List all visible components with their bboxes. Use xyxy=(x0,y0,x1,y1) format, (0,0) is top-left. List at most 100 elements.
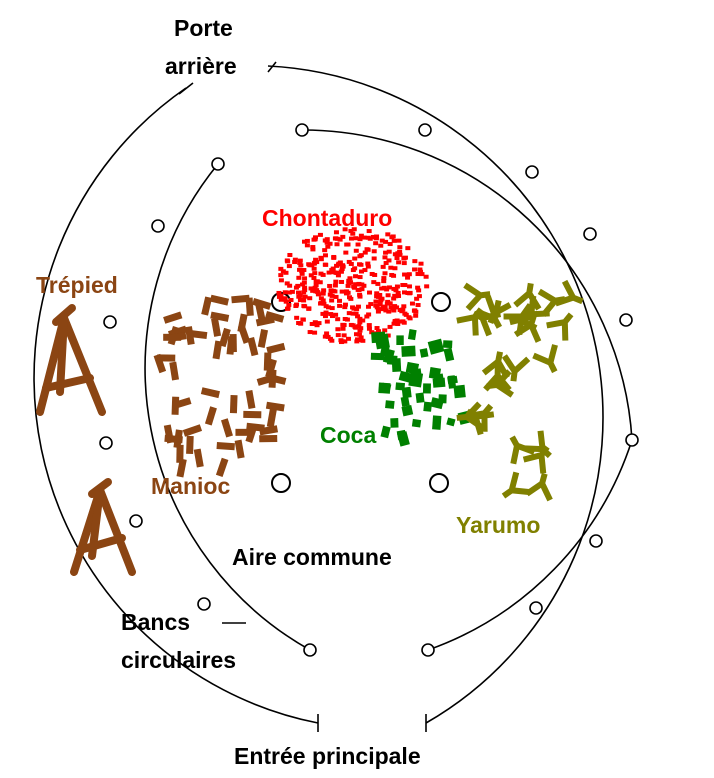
plant-mark xyxy=(296,275,302,280)
plant-mark xyxy=(410,368,422,378)
plant-mark xyxy=(387,301,393,306)
plant-mark xyxy=(332,270,338,275)
plant-mark xyxy=(373,241,379,246)
plant-mark xyxy=(357,292,363,297)
plant-mark xyxy=(353,236,359,241)
plant-mark xyxy=(358,335,364,340)
plant-mark xyxy=(284,281,290,286)
plant-mark xyxy=(407,290,413,295)
plant-mark xyxy=(218,327,231,348)
plant-mark xyxy=(371,256,377,261)
plant-mark xyxy=(289,289,295,294)
plant-mark xyxy=(311,261,317,266)
plant-mark xyxy=(353,274,359,279)
plant-mark xyxy=(324,240,330,245)
post xyxy=(197,597,211,611)
plant-mark xyxy=(366,326,372,331)
plant-mark xyxy=(340,326,346,331)
plant-mark xyxy=(409,301,415,306)
plant-mark xyxy=(316,321,322,326)
central-posts xyxy=(271,292,451,493)
plant-mark xyxy=(243,410,262,419)
plant-mark xyxy=(348,261,354,266)
plant-mark xyxy=(210,311,230,322)
plant-mark xyxy=(406,284,412,289)
plant-mark xyxy=(302,294,308,299)
plant-mark xyxy=(347,276,353,281)
plant-mark xyxy=(301,290,307,295)
plant-mark xyxy=(265,311,285,323)
plant-mark xyxy=(397,319,403,324)
plant-mark xyxy=(338,340,344,345)
plant-mark xyxy=(252,297,272,310)
plant-mark xyxy=(380,264,386,269)
circular-benches xyxy=(144,129,633,651)
tripod-label: Trépied xyxy=(36,272,118,298)
plant-mark xyxy=(298,321,304,326)
plant-mark xyxy=(297,298,303,303)
central-post xyxy=(271,473,291,493)
plant-mark xyxy=(382,255,388,260)
plant-mark xyxy=(374,326,380,331)
plant-mark xyxy=(320,291,326,296)
plant-mark xyxy=(163,311,183,324)
post xyxy=(525,165,539,179)
plant-mark xyxy=(306,306,312,311)
plant-mark xyxy=(339,266,345,271)
post xyxy=(589,534,603,548)
plant-mark xyxy=(215,457,229,478)
plant-mark xyxy=(390,418,399,428)
plant-mark xyxy=(350,231,356,236)
plant-mark xyxy=(257,329,269,349)
plant-mark xyxy=(307,296,313,301)
plant-mark xyxy=(382,271,388,276)
plant-mark xyxy=(211,317,222,337)
plant-mark xyxy=(345,242,351,247)
plant-mark xyxy=(308,273,314,278)
plant-mark xyxy=(378,243,384,248)
plant-mark xyxy=(329,298,335,303)
plant-mark xyxy=(391,238,397,243)
plant-mark xyxy=(322,253,328,258)
plant-mark xyxy=(374,291,380,296)
plant-mark xyxy=(372,235,378,240)
plant-mark xyxy=(201,296,213,316)
plant-mark xyxy=(283,270,289,275)
plant-mark xyxy=(255,302,266,322)
plant-mark xyxy=(364,247,370,252)
plant-mark xyxy=(295,290,301,295)
plant-mark xyxy=(384,287,390,292)
plant-mark xyxy=(341,333,347,338)
plant-mark xyxy=(356,324,362,329)
plant-mark xyxy=(352,266,358,271)
plant-mark xyxy=(411,418,422,428)
plant-mark xyxy=(389,235,395,240)
plant-mark xyxy=(375,281,381,286)
plant-mark xyxy=(378,382,391,394)
plant-mark xyxy=(401,405,414,417)
plant-mark xyxy=(326,270,332,275)
plant-mark xyxy=(284,306,290,311)
plant-mark xyxy=(387,324,393,329)
plant-mark xyxy=(383,308,389,313)
plant-mark xyxy=(359,269,365,274)
plant-mark xyxy=(339,289,345,294)
plant-mark xyxy=(235,428,254,436)
plant-mark xyxy=(266,342,286,355)
outer-wall xyxy=(33,65,604,732)
plant-mark xyxy=(362,250,368,255)
plant-mark xyxy=(402,272,408,277)
plant-mark xyxy=(280,296,286,301)
chontaduro-bed xyxy=(276,227,430,345)
plant-mark xyxy=(294,315,300,320)
post xyxy=(303,643,317,657)
plant-mark xyxy=(397,245,403,250)
plant-mark xyxy=(379,286,385,291)
plant-mark xyxy=(365,264,371,269)
plant-mark xyxy=(333,230,339,235)
plant-mark xyxy=(416,288,422,293)
plant-mark xyxy=(193,448,204,468)
plant-mark xyxy=(388,265,394,270)
plant-mark xyxy=(383,250,389,255)
